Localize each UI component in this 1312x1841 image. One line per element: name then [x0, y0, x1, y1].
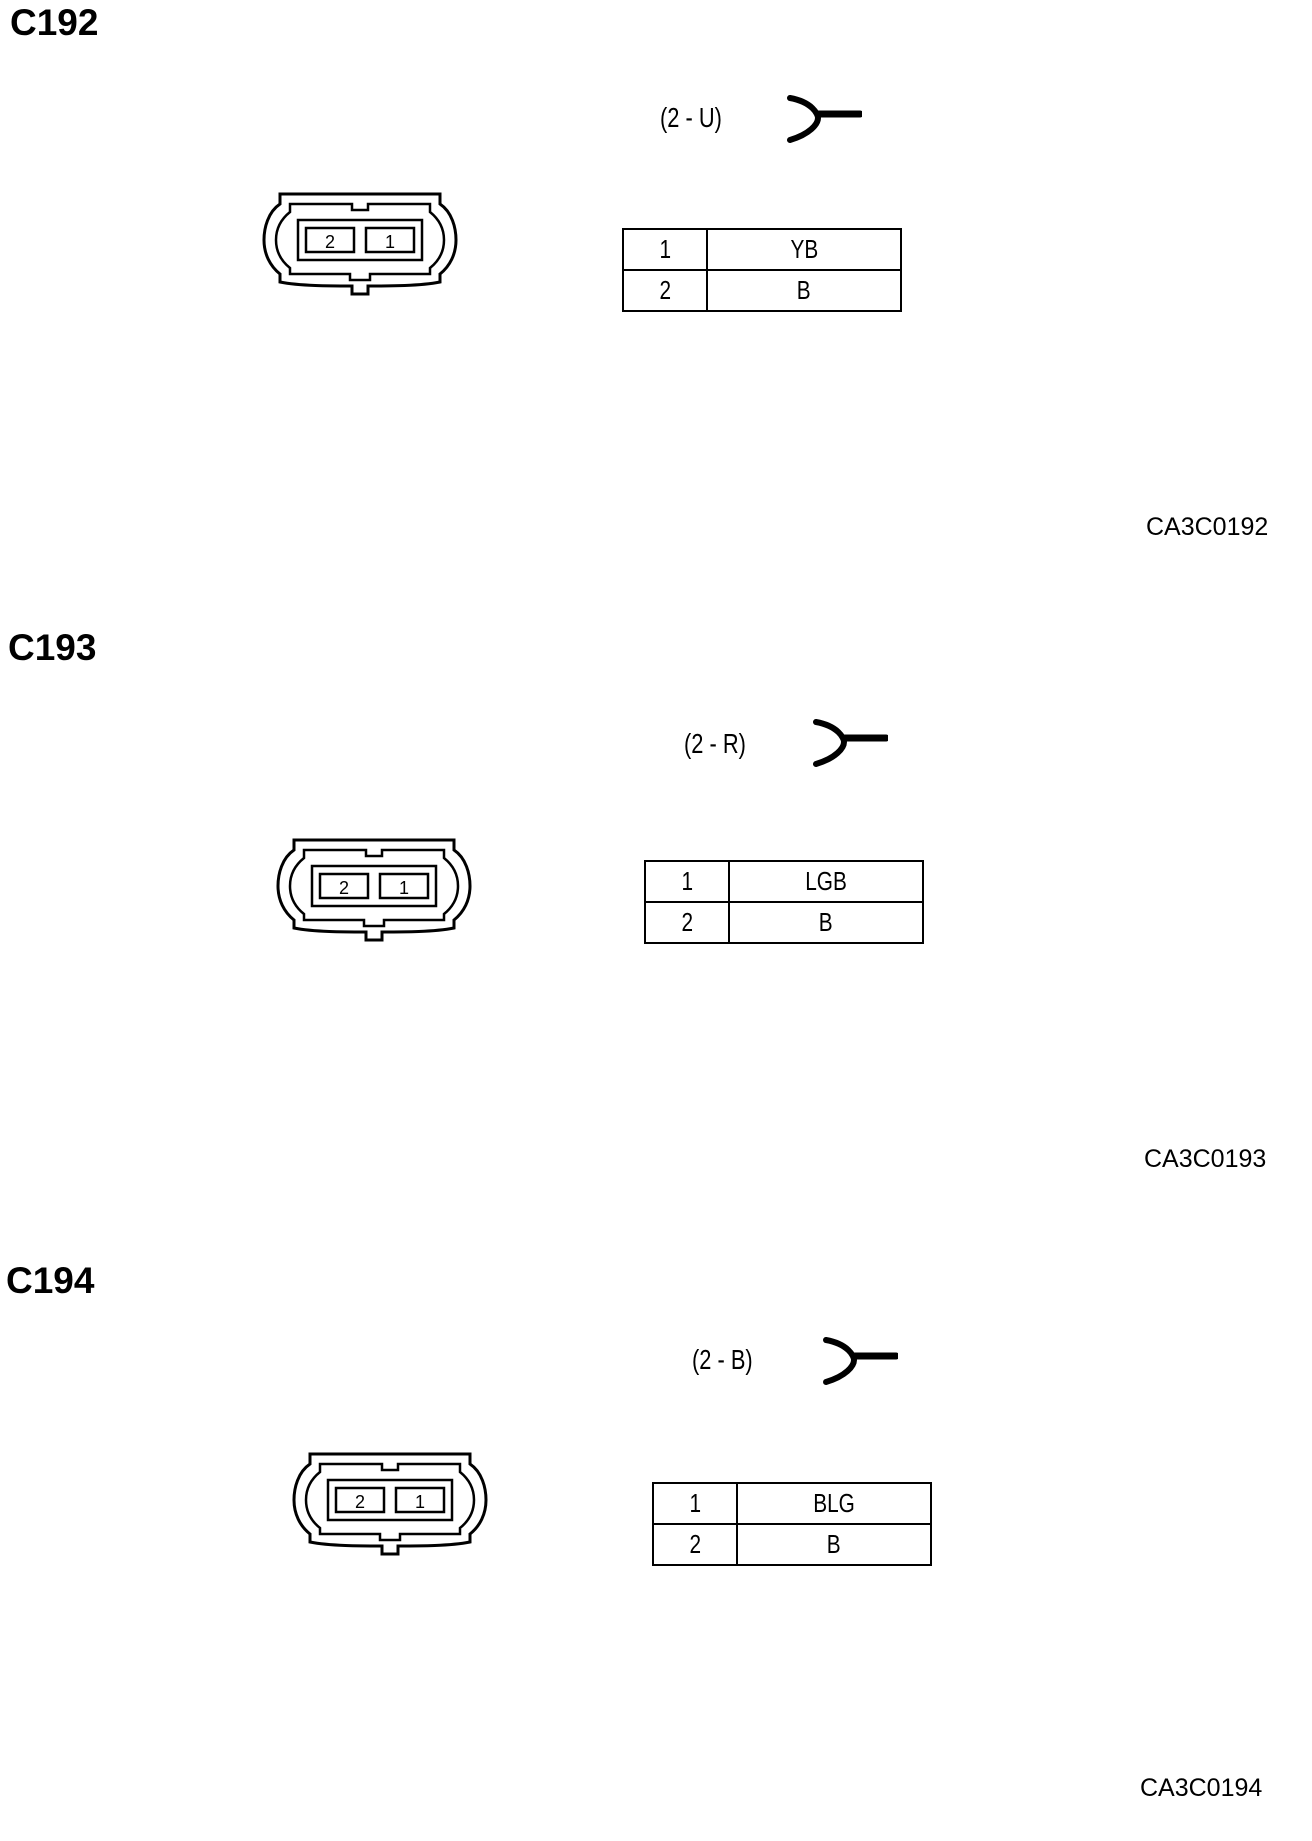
wire-color: B	[728, 901, 924, 944]
wire-color: YB	[706, 228, 902, 271]
connector-face-diagram: 2 1	[276, 838, 472, 942]
connector-id: C194	[6, 1260, 95, 1301]
wire-color: BLG	[736, 1482, 932, 1525]
wire-color: B	[706, 269, 902, 312]
connector-face-diagram: 2 1	[262, 192, 458, 296]
connector-id: C193	[8, 627, 97, 668]
table-row: 2 B	[652, 1523, 932, 1566]
face-pin-label: 2	[325, 232, 335, 252]
connector-face-diagram: 2 1	[292, 1452, 488, 1556]
table-row: 1 LGB	[644, 860, 924, 903]
pin-number: 1	[644, 860, 730, 903]
pin-number: 1	[622, 228, 708, 271]
face-pin-label: 1	[385, 232, 395, 252]
table-row: 1 YB	[622, 228, 902, 271]
wire-color: LGB	[728, 860, 924, 903]
pin-number: 2	[652, 1523, 738, 1566]
female-terminal-icon	[813, 719, 888, 767]
pin-color-table: 1 BLG 2 B	[652, 1482, 932, 1566]
face-pin-label: 2	[355, 1492, 365, 1512]
table-row: 2 B	[622, 269, 902, 312]
face-pin-label: 1	[415, 1492, 425, 1512]
connector-id: C192	[10, 2, 99, 43]
face-pin-label: 1	[399, 878, 409, 898]
pin-number: 2	[622, 269, 708, 312]
pin-color-table: 1 LGB 2 B	[644, 860, 924, 944]
female-terminal-icon	[823, 1337, 898, 1385]
figure-code: CA3C0193	[1144, 1145, 1267, 1173]
pin-number: 1	[652, 1482, 738, 1525]
connector-panel-c193: C193 (2 - R) 2 1 1 LGB 2 B CA3C0193	[0, 622, 1312, 1227]
connector-spec: (2 - B)	[692, 1344, 753, 1375]
table-row: 1 BLG	[652, 1482, 932, 1525]
connector-spec: (2 - U)	[660, 102, 722, 133]
face-pin-label: 2	[339, 878, 349, 898]
figure-code: CA3C0192	[1146, 513, 1269, 541]
pin-number: 2	[644, 901, 730, 944]
connector-panel-c192: C192 (2 - U) 2 1 1 YB 2 B CA3C0192	[0, 0, 1312, 605]
table-row: 2 B	[644, 901, 924, 944]
female-terminal-icon	[787, 95, 862, 143]
pin-color-table: 1 YB 2 B	[622, 228, 902, 312]
figure-code: CA3C0194	[1140, 1774, 1263, 1802]
wire-color: B	[736, 1523, 932, 1566]
connector-panel-c194: C194 (2 - B) 2 1 1 BLG 2 B CA3C0194	[0, 1236, 1312, 1841]
connector-spec: (2 - R)	[684, 728, 746, 759]
